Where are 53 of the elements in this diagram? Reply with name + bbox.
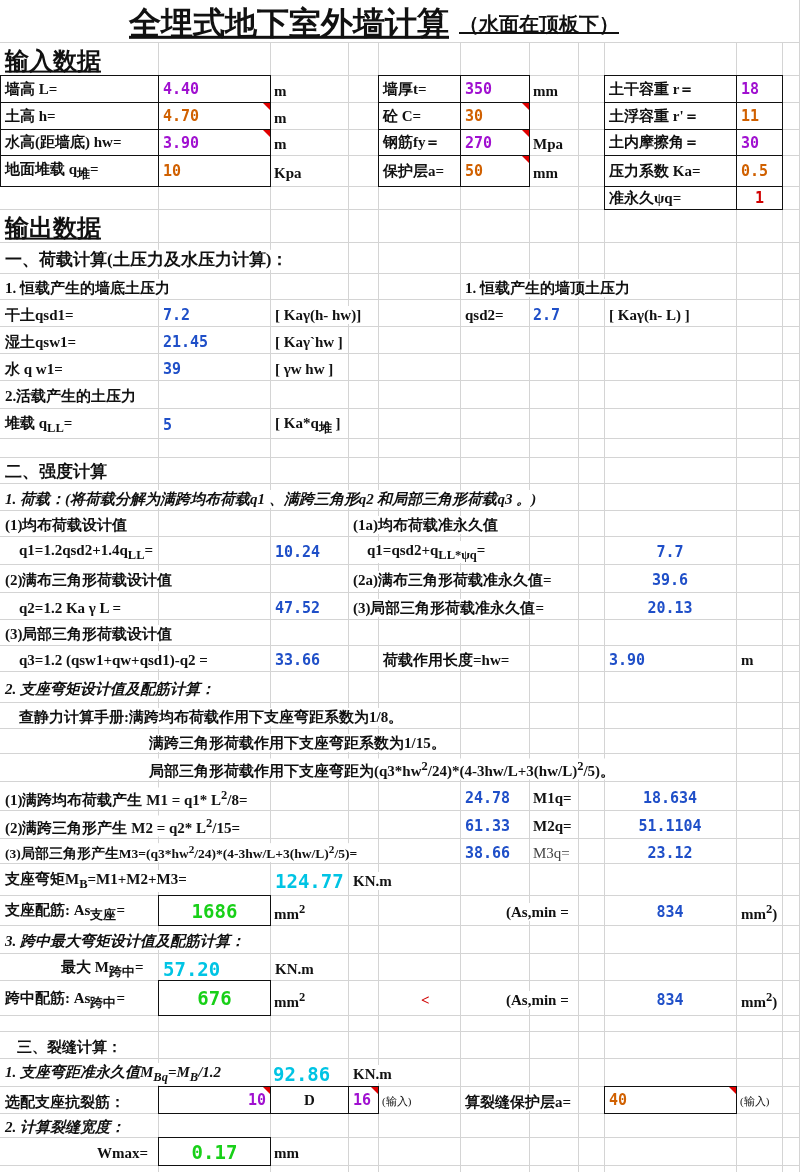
cell-text: 支座弯矩M$_{B}$=M1+M2+M3=: [4, 870, 188, 892]
cell-text: KN.m: [352, 1065, 393, 1083]
cell-text: (3)局部三角形荷载准永久值=: [352, 598, 546, 617]
table-cell: 50: [460, 155, 530, 187]
cell-text: (As,min =: [505, 990, 570, 1009]
table-cell: 350: [460, 75, 530, 103]
table-cell: 676: [158, 980, 271, 1016]
section-heading: 二、强度计算: [4, 461, 108, 483]
table-cell: 10: [158, 1086, 271, 1114]
cell-text: 支座配筋: As$_{支座}$=: [4, 901, 126, 923]
section-heading: 输出数据: [4, 213, 102, 242]
table-cell: 墙高 L=: [0, 75, 159, 103]
section-heading: 输入数据: [4, 46, 102, 75]
subsection-heading: 1. 荷载：(将荷载分解为满跨均布荷载q1 、满跨三角形q2 和局部三角形荷载q3 。): [4, 489, 538, 508]
cell-text: q3=1.2 (qsw1+qw+qsd1)-q2 =: [18, 651, 209, 669]
unit-text: (输入): [381, 1094, 413, 1109]
table-cell: 4.40: [158, 75, 271, 103]
cell-text: 湿土qsw1=: [4, 332, 78, 351]
cell-text: KN.m: [352, 872, 393, 890]
table-cell: 土干容重 r＝: [604, 75, 737, 103]
table-cell: 0.17: [158, 1137, 271, 1166]
table-cell: 墙厚t=: [378, 75, 461, 103]
subsection-heading: 1. 支座弯距准永久值M$_{Bq}$=M$_{B}$/1.2: [4, 1063, 223, 1085]
cell-text: (2)满布三角形荷载设计值: [4, 571, 174, 589]
cell-text: 干土qsd1=: [4, 305, 75, 324]
cell-text: 1. 恒载产生的墙顶土压力: [464, 279, 631, 297]
cell-text: (3)局部三角形荷载设计值: [4, 625, 174, 643]
cell-text: (1)均布荷载设计值: [4, 516, 129, 534]
table-cell: D: [270, 1086, 349, 1114]
cell-text: 最大 M$_{跨中}$=: [60, 957, 145, 980]
cell-text: (2a)满布三角形荷载准永久值=: [352, 571, 553, 589]
table-cell: 16: [348, 1086, 379, 1114]
table-cell: 地面堆载 q$_{堆}$=: [0, 155, 159, 187]
cell-text: (3)局部三角形产生M3=(q3*hw$^{2}$/24)*(4-3hw/L+3(hw/L)$^{2}$/5)=: [4, 842, 359, 863]
cell-text: 水 q w1=: [4, 359, 64, 378]
table-cell: 1: [736, 186, 783, 210]
cell-text: (2)满跨三角形产生 M2 = q2* L$^{2}$/15=: [4, 815, 241, 837]
table-cell: 10: [158, 155, 271, 187]
cell-text: (1a)均布荷载准永久值: [352, 516, 499, 534]
cell-text: 荷载作用长度=hw=: [382, 651, 511, 669]
table-cell: 1686: [158, 895, 271, 926]
table-cell: 40: [604, 1086, 737, 1114]
cell-text: (1)满跨均布荷载产生 M1 = q1* L$^{2}$/8=: [4, 787, 249, 808]
unit-text: (输入): [739, 1094, 771, 1109]
cell-text: 跨中配筋: As$_{跨中}$=: [4, 988, 126, 1011]
cell-text: [ Kaγ(h- hw)]: [274, 305, 363, 324]
cell-text: q1=qsd2+q$_{LL*ψq}$=: [366, 541, 487, 563]
cell-text: (As,min =: [505, 903, 570, 921]
cell-text: 算裂缝保护层a=: [464, 1092, 573, 1111]
table-cell: 18: [736, 75, 783, 103]
table-cell: 准永久ψq=: [604, 186, 737, 210]
table-cell: 保护层a=: [378, 155, 461, 187]
cell-text: 1. 恒载产生的墙底土压力: [4, 279, 171, 297]
